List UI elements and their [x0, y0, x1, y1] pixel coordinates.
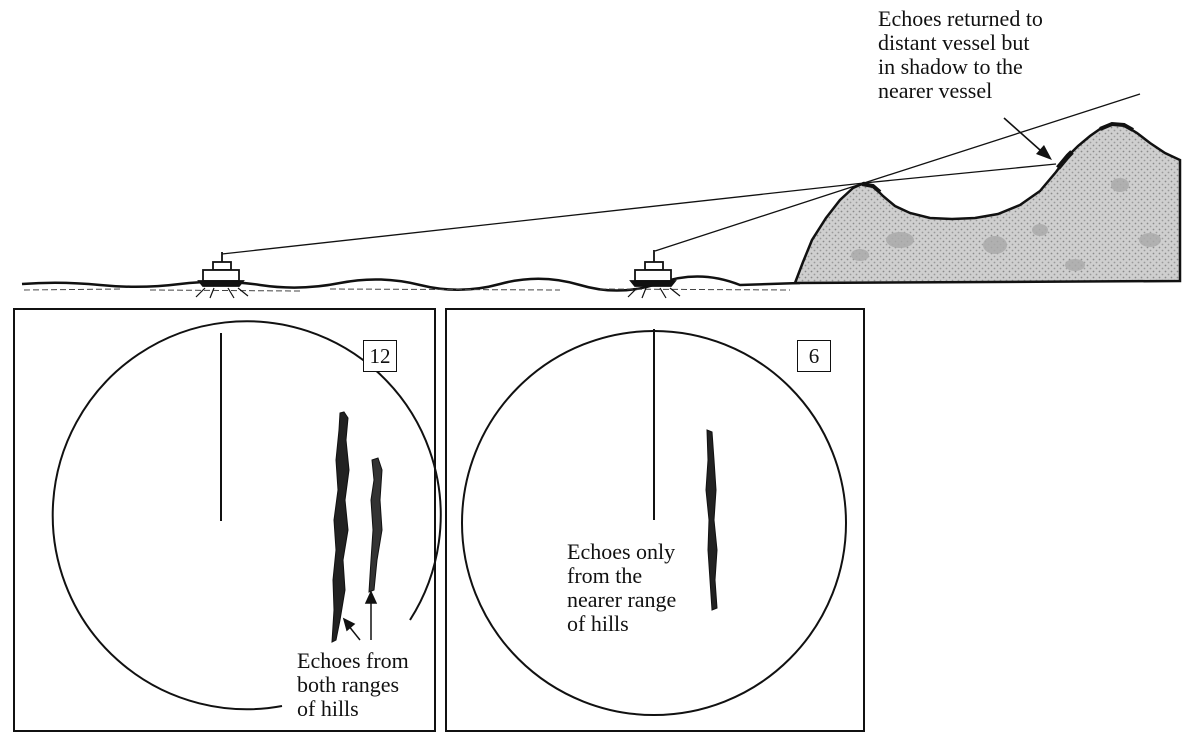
- shadow-annotation-line-4: nearer vessel: [878, 78, 993, 103]
- nearer-only-line-3: nearer range: [567, 587, 677, 612]
- nearer-only-line-1: Echoes only: [567, 539, 676, 564]
- shadow-pointer-arrow: [1003, 117, 1052, 160]
- nearer-only-annotation: Echoes only from the nearer range of hil…: [567, 540, 676, 636]
- right-echo-near-range: [705, 429, 718, 611]
- right-range-scale-badge: 6: [797, 340, 831, 372]
- shadow-annotation-line-1: Echoes returned to: [878, 6, 1043, 31]
- left-ppi-circle: [51, 320, 442, 711]
- radar-beams: [221, 93, 1141, 255]
- both-ranges-line-1: Echoes from: [297, 648, 409, 673]
- left-echo-near-range: [331, 411, 350, 643]
- left-range-scale-badge: 12: [363, 340, 397, 372]
- hill-texture: [851, 178, 1161, 271]
- both-ranges-line-3: of hills: [297, 696, 359, 721]
- nearer-only-line-4: of hills: [567, 611, 629, 636]
- both-ranges-annotation: Echoes from both ranges of hills: [297, 649, 409, 721]
- right-radar-display: [445, 308, 865, 732]
- left-note-arrows: [342, 590, 378, 641]
- left-radar-display: [13, 308, 442, 732]
- distant-vessel: [195, 252, 249, 299]
- shadow-annotation-line-3: in shadow to the: [878, 54, 1023, 79]
- nearer-vessel-beam: [654, 182, 865, 252]
- grazing-ray-to-far-hill: [863, 93, 1141, 184]
- shadow-annotation-line-2: distant vessel but: [878, 30, 1030, 55]
- both-ranges-line-2: both ranges: [297, 672, 400, 697]
- shadow-annotation: Echoes returned to distant vessel but in…: [878, 7, 1043, 103]
- distant-vessel-beam: [221, 182, 865, 255]
- nearer-vessel: [627, 250, 681, 299]
- left-echo-far-range: [368, 457, 383, 593]
- nearer-only-line-2: from the: [567, 563, 643, 588]
- shadow-ray: [863, 163, 1057, 184]
- sea-surface: [21, 275, 1180, 292]
- hill-ranges: [793, 121, 1182, 285]
